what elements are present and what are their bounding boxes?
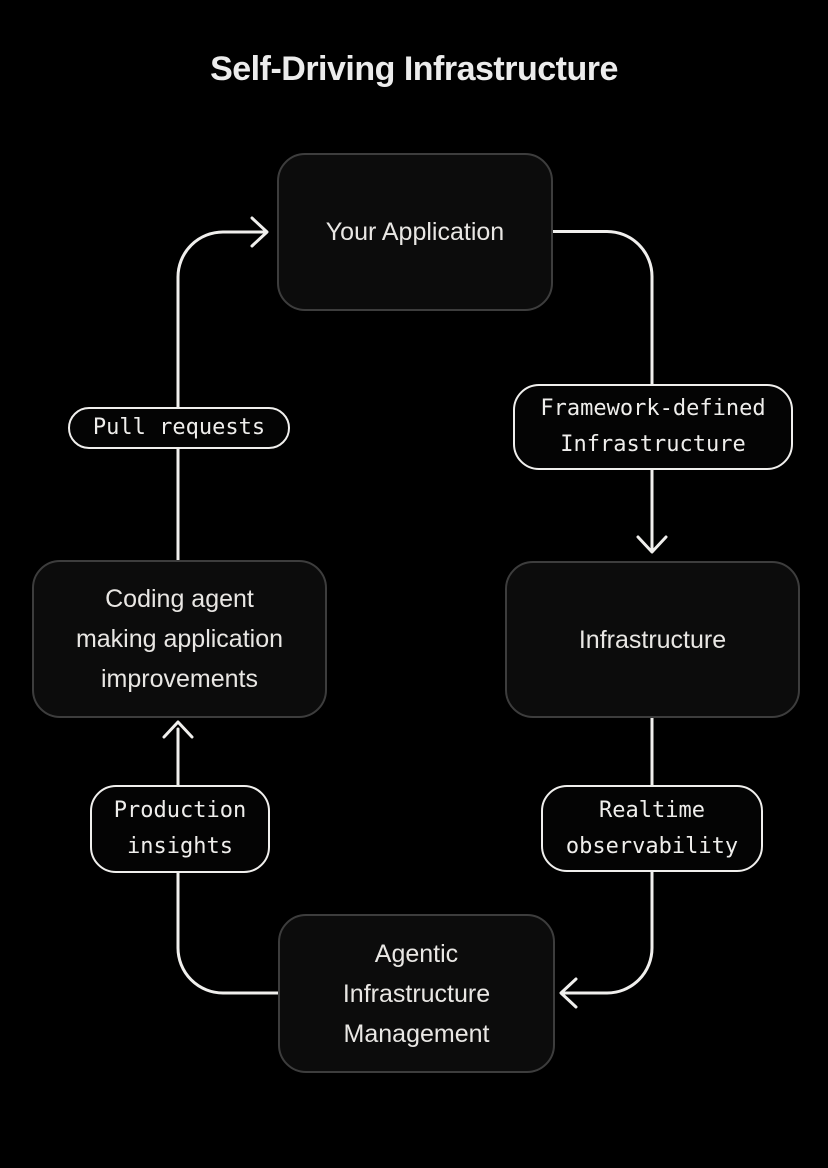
edge-label-pull-requests: Pull requests xyxy=(68,407,290,449)
diagram-title: Self-Driving Infrastructure xyxy=(210,50,618,88)
node-your-application: Your Application xyxy=(277,153,553,311)
connector-agentic-to-coding xyxy=(162,720,280,995)
connector-infrastructure-to-agentic xyxy=(559,716,654,1009)
connector-app-to-infrastructure xyxy=(551,230,668,554)
arrowhead-left-icon xyxy=(559,977,578,1009)
node-coding-agent: Coding agent making application improvem… xyxy=(32,560,327,718)
edge-label-production-insights: Production insights xyxy=(90,785,270,873)
node-agentic-infrastructure-management: Agentic Infrastructure Management xyxy=(278,914,555,1073)
arrowhead-up-icon xyxy=(162,720,194,739)
arrowhead-down-icon xyxy=(636,535,668,554)
connector-line xyxy=(561,716,654,995)
arrowhead-right-icon xyxy=(250,216,269,248)
connector-line xyxy=(176,230,268,562)
edge-label-realtime-observability: Realtime observability xyxy=(541,785,763,872)
connector-line xyxy=(551,230,654,551)
connector-coding-to-app xyxy=(176,216,269,562)
connector-line xyxy=(176,727,280,995)
node-infrastructure: Infrastructure xyxy=(505,561,800,718)
edge-label-framework-defined-infrastructure: Framework-defined Infrastructure xyxy=(513,384,793,470)
